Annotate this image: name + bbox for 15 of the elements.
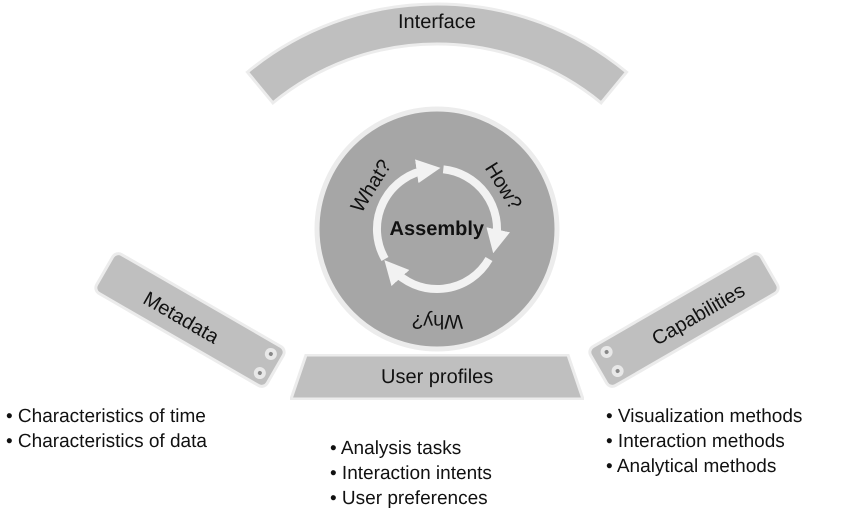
node-label: Why? [412,308,463,332]
node-label: Interface [398,10,476,34]
arc-band [244,0,630,106]
bullet-item: • Interaction methods [606,430,786,454]
bullet-item: • Characteristics of time [6,405,207,429]
node-label: User profiles [381,366,494,388]
trapezoid-band [290,354,584,400]
bullet-item: • Characteristics of data [6,430,207,454]
center-label: Assembly [390,218,484,240]
bullet-item: • Visualization methods [606,405,802,429]
bullet-item: • Analytical methods [606,455,778,479]
bullet-item: • Interaction intents [330,462,492,486]
bullet-item: • Analysis tasks [330,437,462,461]
circle-node [314,106,560,352]
bullet-item: • User preferences [330,487,489,511]
